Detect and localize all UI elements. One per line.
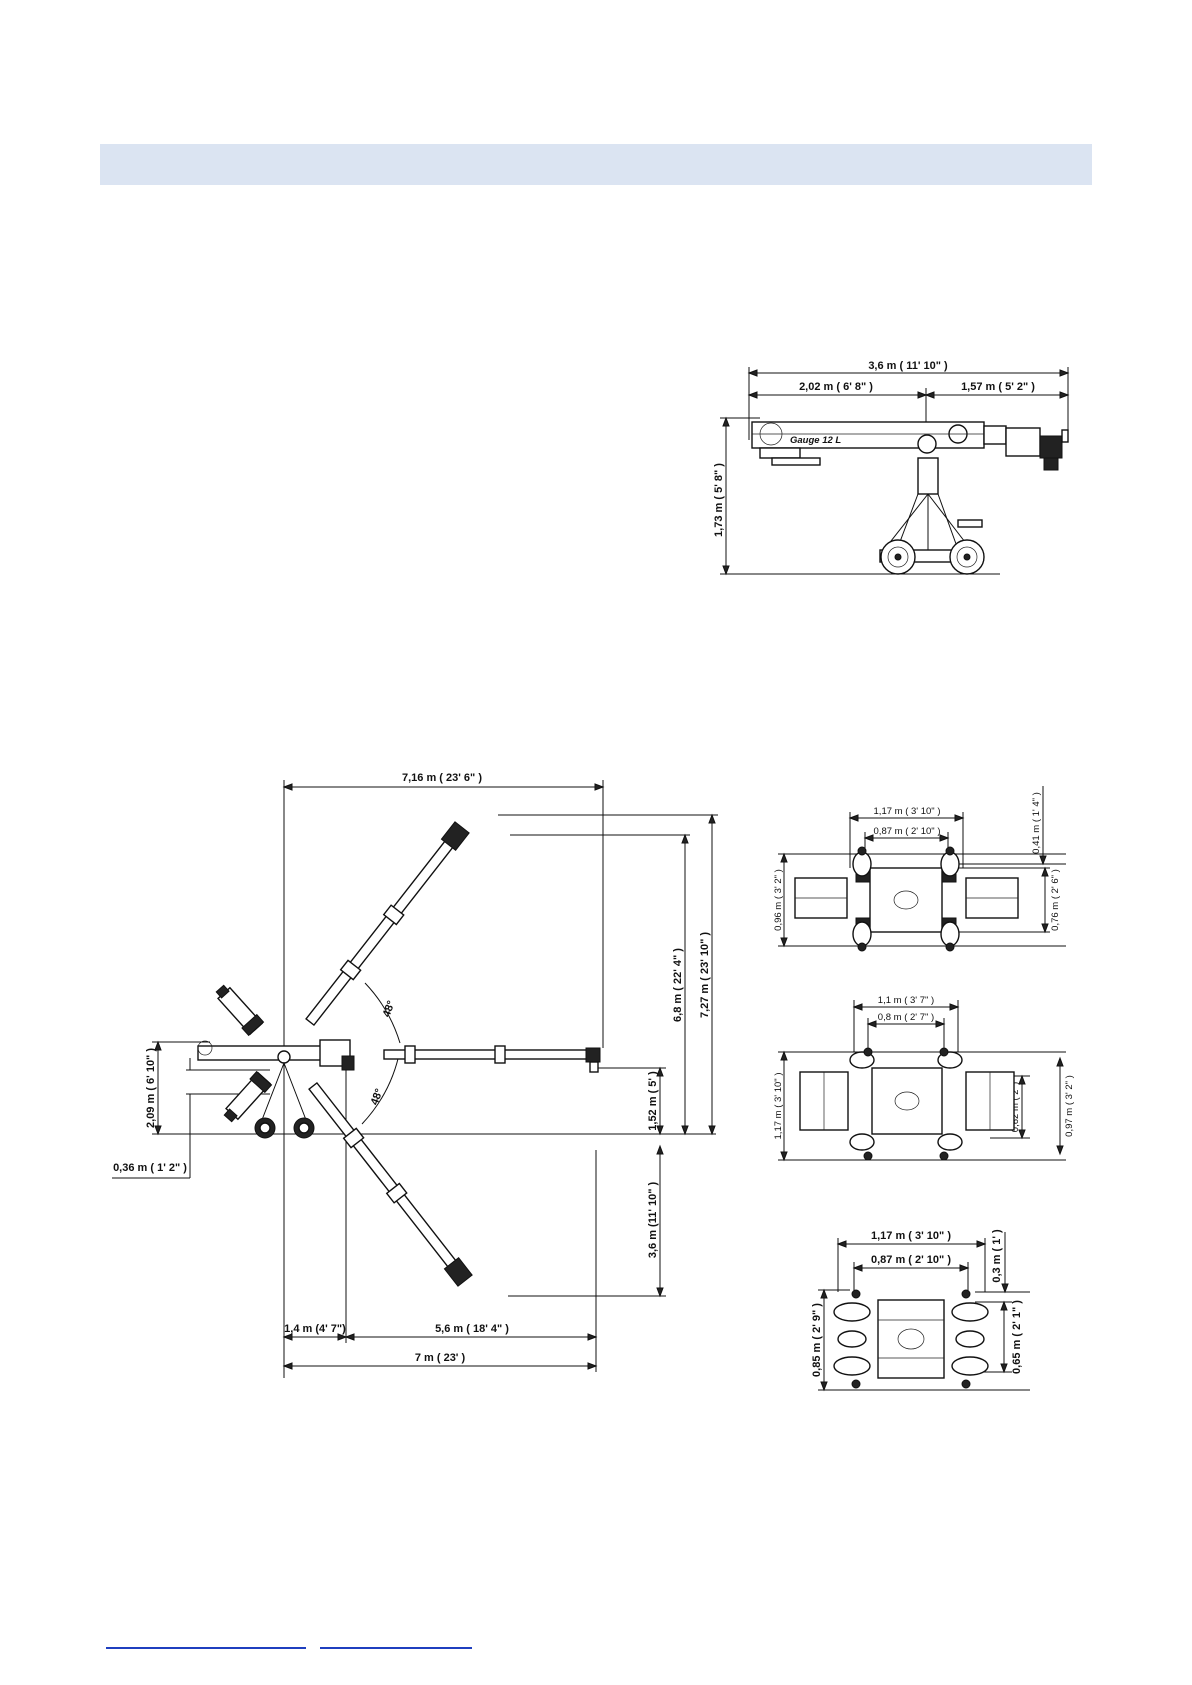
base2-outer-depth: 1,17 m ( 3' 10" ) xyxy=(773,1073,784,1140)
top-arm-length: 5,6 m ( 18' 4" ) xyxy=(435,1323,509,1335)
side-overall-length: 3,6 m ( 11' 10" ) xyxy=(868,360,948,372)
top-total-height: 7,27 m ( 23' 10" ) xyxy=(699,932,711,1018)
top-reach-height: 6,8 m ( 22' 4" ) xyxy=(672,948,684,1022)
top-side-height: 2,09 m ( 6' 10" ) xyxy=(145,1048,157,1128)
base1-inner-depth: 0,76 m ( 2' 6" ) xyxy=(1050,869,1061,931)
side-front-section: 2,02 m ( 6' 8" ) xyxy=(799,381,873,393)
base-diagram-2: 1,1 m ( 3' 7" ) 0,8 m ( 2' 7" ) 1,17 m (… xyxy=(773,995,1075,1162)
base3-outer-width: 1,17 m ( 3' 10" ) xyxy=(871,1230,951,1242)
side-rear-section: 1,57 m ( 5' 2" ) xyxy=(961,381,1035,393)
top-overall-length: 7 m ( 23' ) xyxy=(415,1352,466,1364)
base2-inner-width: 0,8 m ( 2' 7" ) xyxy=(878,1012,934,1023)
base-diagram-1: 1,17 m ( 3' 10" ) 0,87 m ( 2' 10" ) 0,41… xyxy=(773,786,1066,952)
base2-outer-width: 1,1 m ( 3' 7" ) xyxy=(878,995,934,1006)
base3-outer-depth: 0,85 m ( 2' 9" ) xyxy=(811,1303,823,1377)
base3-wheel-offset: 0,3 m ( 1' ) xyxy=(991,1229,1003,1283)
base3-inner-width: 0,87 m ( 2' 10" ) xyxy=(871,1254,951,1266)
base-diagram-3: 1,17 m ( 3' 10" ) 0,87 m ( 2' 10" ) 0,3 … xyxy=(811,1229,1030,1392)
top-offset: 0,36 m ( 1' 2" ) xyxy=(113,1162,187,1174)
side-height: 1,73 m ( 5' 8" ) xyxy=(713,463,725,537)
base1-outer-depth: 0,96 m ( 3' 2" ) xyxy=(773,869,784,931)
angle-lower: 48° xyxy=(369,1087,386,1107)
top-arm-offset: 1,52 m ( 5' ) xyxy=(647,1071,659,1131)
header-band xyxy=(100,144,1092,185)
base2-inner-depth: 0,62 m ( 2' ) xyxy=(1010,1082,1021,1132)
top-view-diagram: 7,16 m ( 23' 6" ) 7,27 m ( 23' 10" ) 6,8… xyxy=(112,772,718,1378)
side-brand-mark: Gauge 12 L xyxy=(790,435,841,446)
top-tail-length: 1,4 m (4' 7") xyxy=(284,1323,346,1335)
base1-inner-width: 0,87 m ( 2' 10" ) xyxy=(874,826,941,837)
footer-link-2[interactable] xyxy=(320,1647,472,1649)
base1-outer-width: 1,17 m ( 3' 10" ) xyxy=(874,806,941,817)
base1-wheel-offset: 0,41 m ( 1' 4" ) xyxy=(1031,792,1042,854)
base3-inner-depth: 0,65 m ( 2' 1" ) xyxy=(1011,1300,1023,1374)
footer-link-1[interactable] xyxy=(106,1647,306,1649)
top-lower-reach: 3,6 m (11' 10" ) xyxy=(647,1182,659,1259)
top-total-width: 7,16 m ( 23' 6" ) xyxy=(402,772,482,784)
base2-track-depth: 0,97 m ( 3' 2" ) xyxy=(1064,1075,1075,1137)
angle-upper: 48° xyxy=(381,999,398,1019)
side-view-diagram: 3,6 m ( 11' 10" ) 2,02 m ( 6' 8" ) 1,57 … xyxy=(713,360,1070,576)
